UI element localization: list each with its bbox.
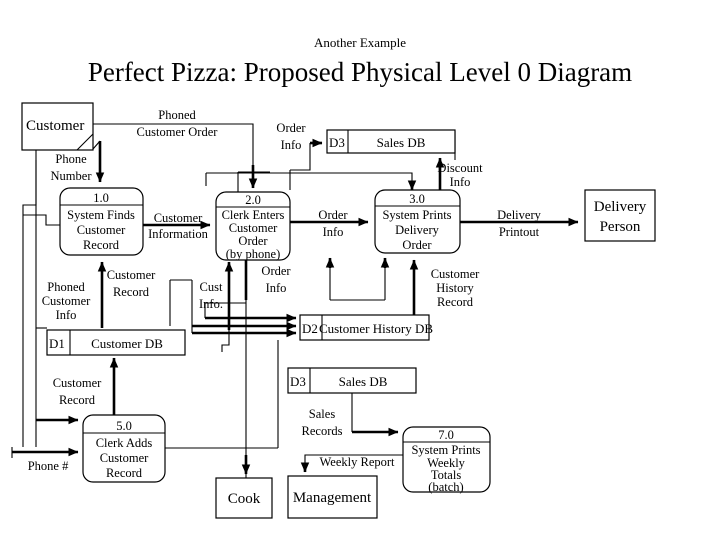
process-5-line2: Customer [100,451,149,465]
svg-text:Records: Records [302,424,343,438]
svg-text:Customer: Customer [154,211,203,225]
svg-text:Order: Order [261,264,291,278]
process-2[interactable]: 2.0 Clerk Enters Customer Order (by phon… [215,191,291,261]
subtitle: Another Example [313,35,407,50]
svg-text:Number: Number [51,169,93,183]
process-2-line2: Customer [229,221,278,235]
svg-text:Cust: Cust [200,280,223,294]
process-7-number: 7.0 [438,428,454,442]
svg-text:Printout: Printout [499,225,540,239]
process-3-line2: Delivery [395,223,439,237]
datastore-d3-top-code: D3 [329,135,345,150]
datastore-d3-top-label: Sales DB [377,135,426,150]
datastore-d2[interactable]: D2 Customer History DB [299,314,433,341]
flow-label-order-info-top: Order Info [276,121,306,152]
svg-text:Customer Order: Customer Order [137,125,219,139]
flow-label-order-info-low: Order Info [261,264,291,295]
process-7-line1: System Prints [411,443,480,457]
process-7-line2: Weekly [427,456,466,470]
process-2-line3: Order [238,234,268,248]
svg-text:Info: Info [281,138,302,152]
svg-text:Customer: Customer [42,294,91,308]
flow-label-phoned-customer-order: Phoned Customer Order [137,108,219,139]
flow-label-discount-info: Discount Info [437,161,483,189]
process-3-line1: System Prints [382,208,451,222]
process-2-number: 2.0 [245,193,261,207]
flow-label-phoned-customer-info: Phoned Customer Info [42,280,91,322]
svg-text:Info: Info [323,225,344,239]
process-7-line3: Totals [431,468,462,482]
datastore-d3-bottom[interactable]: D3 Sales DB [287,367,417,394]
flow-label-sales-records: Sales Records [302,407,343,438]
svg-text:Sales: Sales [309,407,336,421]
svg-text:Info: Info [450,175,471,189]
datastore-d3-bottom-label: Sales DB [339,374,388,389]
svg-text:Customer: Customer [53,376,102,390]
process-5[interactable]: 5.0 Clerk Adds Customer Record [82,414,166,483]
process-7-line4: (batch) [428,480,463,494]
svg-text:Phone: Phone [55,152,87,166]
process-5-line1: Clerk Adds [96,436,153,450]
flow-label-order-info-mid: Order Info [318,208,348,239]
page-title: Perfect Pizza: Proposed Physical Level 0… [87,57,633,87]
svg-text:Record: Record [437,295,474,309]
flow-label-cust-info: Cust Info. [199,280,223,311]
flow-label-weekly-report: Weekly Report [319,455,395,469]
entity-cook[interactable]: Cook [215,477,273,519]
datastore-d3-top[interactable]: D3 Sales DB [326,129,456,154]
svg-text:Order: Order [276,121,306,135]
svg-text:Customer: Customer [431,267,480,281]
entity-delivery-person[interactable]: Delivery Person [584,189,656,242]
entity-management-label: Management [293,490,372,506]
datastore-d3-bottom-code: D3 [290,374,306,389]
entity-customer[interactable]: Customer [21,102,94,151]
process-2-line4: (by phone) [226,247,281,261]
svg-text:Record: Record [59,393,96,407]
datastore-d2-code: D2 [302,321,318,336]
process-1-line1: System Finds [67,208,135,222]
entity-customer-label: Customer [26,118,84,134]
flow-label-phone-number-hash: Phone # [28,459,69,473]
entity-delivery-person-line1: Delivery [594,199,647,215]
svg-text:Delivery: Delivery [497,208,541,222]
entity-management[interactable]: Management [287,475,378,519]
svg-text:Info: Info [56,308,77,322]
process-3-number: 3.0 [409,192,425,206]
process-1-line2: Customer [77,223,126,237]
process-2-line1: Clerk Enters [222,208,285,222]
datastore-d1-label: Customer DB [91,336,163,351]
svg-text:Discount: Discount [437,161,483,175]
svg-text:Information: Information [148,227,208,241]
svg-text:Phone #: Phone # [28,459,69,473]
process-5-line3: Record [106,466,143,480]
flow-label-customer-history-record: Customer History Record [431,267,480,309]
svg-text:Weekly Report: Weekly Report [319,455,395,469]
entity-delivery-person-line2: Person [600,219,641,235]
process-7[interactable]: 7.0 System Prints Weekly Totals (batch) [402,426,491,494]
svg-text:History: History [436,281,474,295]
process-3[interactable]: 3.0 System Prints Delivery Order [374,189,461,254]
svg-text:Phoned: Phoned [158,108,196,122]
svg-text:Customer: Customer [107,268,156,282]
svg-text:Phoned: Phoned [47,280,85,294]
datastore-d1[interactable]: D1 Customer DB [46,329,186,356]
process-1-line3: Record [83,238,120,252]
flow-label-customer-information: Customer Information [148,211,208,241]
process-3-line3: Order [402,238,432,252]
svg-text:Info: Info [266,281,287,295]
flow-label-phone-number: Phone Number [51,152,93,183]
process-1-number: 1.0 [93,191,109,205]
flow-label-delivery-printout: Delivery Printout [497,208,541,239]
svg-text:Info.: Info. [199,297,223,311]
flow-label-customer-record-2: Customer Record [53,376,102,407]
flow-label-customer-record-1: Customer Record [107,268,156,299]
datastore-d2-label: Customer History DB [319,321,433,336]
svg-text:Order: Order [318,208,348,222]
datastore-d1-code: D1 [49,336,65,351]
entity-cook-label: Cook [228,491,261,507]
process-5-number: 5.0 [116,419,132,433]
process-1[interactable]: 1.0 System Finds Customer Record [59,187,144,256]
svg-text:Record: Record [113,285,150,299]
